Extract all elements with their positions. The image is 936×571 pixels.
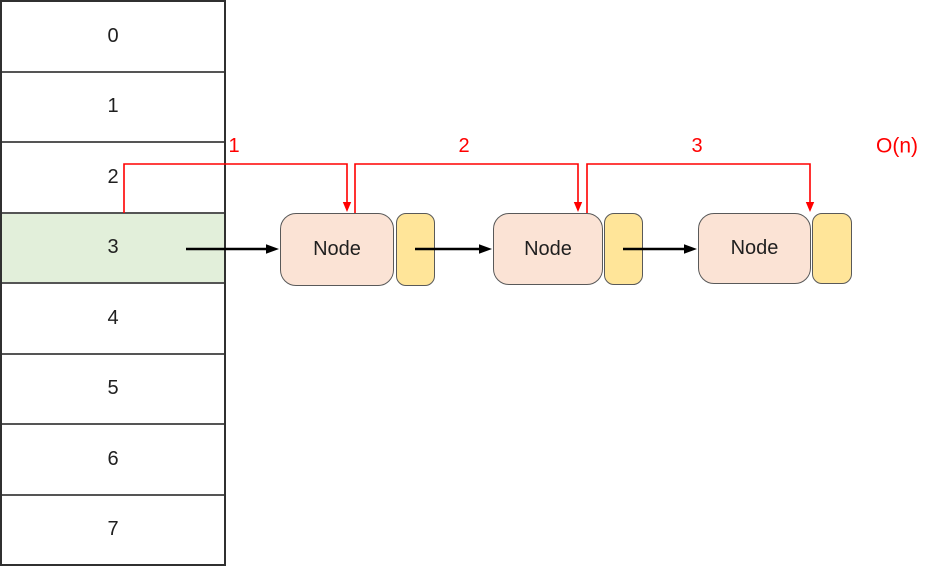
next-pointer-box-3 [812, 213, 852, 284]
array-cell-3-highlighted: 3 [2, 213, 224, 284]
traversal-arrow-3 [586, 163, 811, 213]
array-cell-label: 4 [107, 306, 119, 329]
node-box-2: Node [493, 213, 603, 285]
complexity-label: O(n) [876, 134, 918, 158]
link-arrowhead-3 [684, 244, 697, 254]
array-cell-label: 5 [107, 377, 119, 400]
node-box-1: Node [280, 213, 394, 286]
traversal-arrow-2 [354, 163, 579, 213]
array-cell-label: 6 [107, 447, 119, 470]
bucket-array: 0 1 2 3 4 5 6 7 [0, 0, 226, 566]
array-cell-0: 0 [2, 2, 224, 73]
traversal-step-label-3: 3 [691, 135, 703, 157]
node-label-1: Node [313, 238, 361, 260]
array-cell-label: 7 [107, 518, 119, 541]
traversal-step-label-2: 2 [458, 135, 470, 157]
array-cell-6: 6 [2, 425, 224, 496]
array-cell-7: 7 [2, 495, 224, 564]
array-cell-5: 5 [2, 354, 224, 425]
node-label-2: Node [524, 237, 572, 260]
traversal-step-label-1: 1 [228, 135, 240, 157]
next-pointer-box-1 [396, 213, 435, 286]
link-arrowhead-2 [479, 244, 492, 254]
array-cell-label: 0 [107, 24, 119, 47]
node-box-3: Node [698, 213, 811, 284]
node-label-3: Node [730, 237, 779, 259]
next-pointer-box-2 [604, 213, 643, 285]
traversal-arrowhead-3 [805, 202, 815, 212]
array-cell-4: 4 [2, 284, 224, 355]
array-cell-1: 1 [2, 72, 224, 143]
array-cell-label: 2 [107, 165, 119, 188]
array-cell-label: 1 [107, 95, 119, 118]
link-arrowhead-1 [266, 244, 279, 254]
array-cell-label: 3 [107, 236, 119, 259]
array-cell-2: 2 [2, 143, 224, 214]
traversal-arrowhead-1 [342, 202, 352, 212]
traversal-arrowhead-2 [573, 202, 583, 212]
